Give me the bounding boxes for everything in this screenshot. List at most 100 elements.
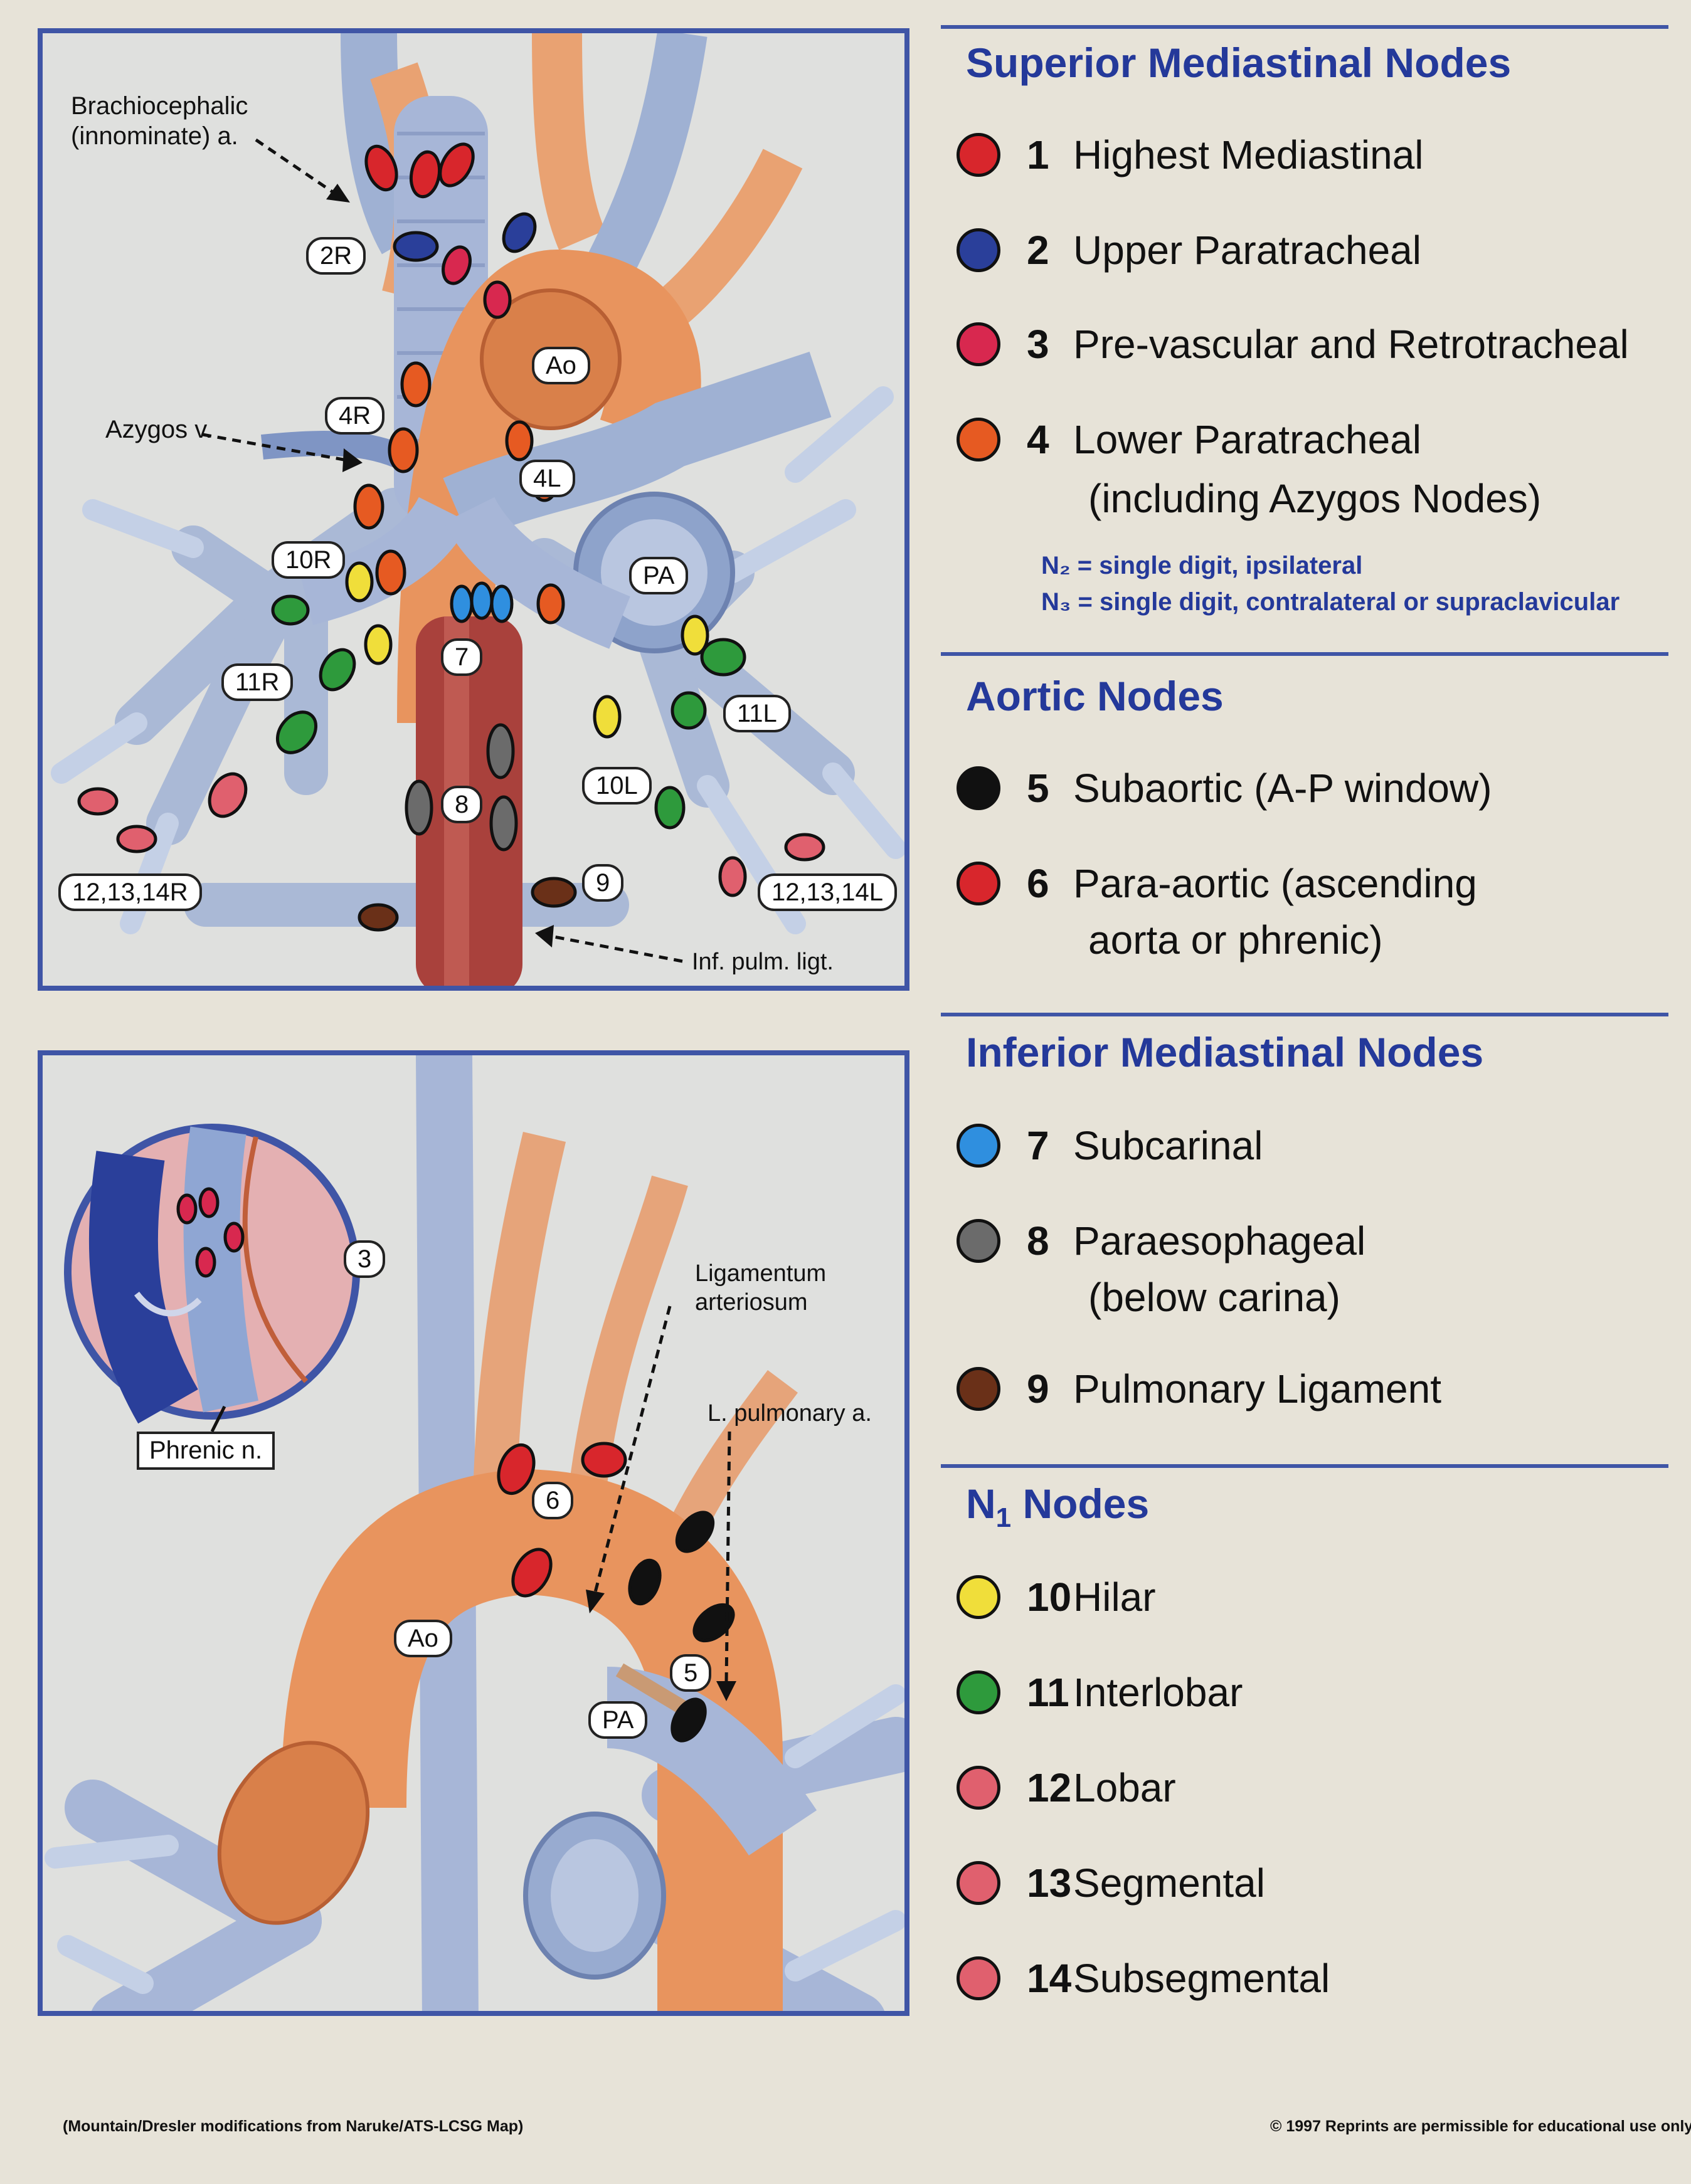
node-number: 3 [1027, 322, 1049, 367]
node-name: Pulmonary Ligament [1073, 1366, 1441, 1411]
legend-item-12: 12 Lobar [957, 1765, 1176, 1811]
node-name: Lower Paratracheal [1073, 417, 1421, 462]
node-number: 9 [1027, 1366, 1049, 1411]
legend-item-4: 4 Lower Paratracheal [957, 416, 1421, 463]
node-tag-4l: 4L [519, 460, 575, 497]
node-number: 10 [1027, 1575, 1072, 1620]
node-number: 1 [1027, 132, 1049, 177]
legend-item-3: 3 Pre-vascular and Retrotracheal [957, 321, 1629, 367]
node-color-swatch [957, 1575, 1000, 1619]
node-number: 7 [1027, 1123, 1049, 1168]
legend-rule-n1 [941, 1464, 1668, 1468]
node-color-swatch [957, 1367, 1000, 1411]
node-tag-11r: 11R [221, 663, 294, 701]
node-tag-12-13-14l: 12,13,14L [758, 873, 897, 911]
legend-item-4-continuation: (including Azygos Nodes) [1088, 476, 1542, 521]
node-name: Subsegmental [1073, 1956, 1330, 2001]
legend-item-10: 10 Hilar [957, 1574, 1156, 1620]
node-tag-11l: 11L [723, 695, 791, 732]
legend-rule-aortic [941, 652, 1668, 656]
node-number: 12 [1027, 1765, 1072, 1810]
left-pulmonary-artery-label: L. pulmonary a. [708, 1400, 872, 1427]
pulmonary-artery-tag: PA [629, 557, 689, 594]
node-name: Interlobar [1073, 1670, 1243, 1715]
pulmonary-artery-tag-lower: PA [588, 1701, 648, 1739]
legend-item-13: 13 Segmental [957, 1860, 1265, 1906]
node-tag-5: 5 [670, 1654, 712, 1692]
n1-heading-text: Nodes [1011, 1480, 1150, 1527]
legend-item-6-continuation: aorta or phrenic) [1088, 917, 1383, 963]
node-name: Pre-vascular and Retrotracheal [1073, 322, 1629, 367]
footer-copyright: © 1997 Reprints are permissible for educ… [1270, 2118, 1691, 2135]
n1-heading-letter: N [966, 1480, 996, 1527]
legend-item-8-continuation: (below carina) [1088, 1275, 1340, 1320]
inferior-mediastinal-heading: Inferior Mediastinal Nodes [966, 1029, 1484, 1075]
node-tag-10r: 10R [272, 541, 346, 579]
node-name: Paraesophageal [1073, 1218, 1366, 1263]
node-name: Para-aortic (ascending [1073, 861, 1477, 906]
node-name: Segmental [1073, 1860, 1265, 1906]
node-number: 6 [1027, 861, 1049, 906]
node-color-swatch [957, 766, 1000, 810]
footer-attribution: (Mountain/Dresler modifications from Nar… [63, 2118, 524, 2135]
node-name: Subaortic (A-P window) [1073, 766, 1492, 811]
aortic-lymph-node-diagram: Ligamentum arteriosum L. pulmonary a. Ph… [38, 1050, 909, 2016]
aortic-anatomy-illustration [45, 1055, 904, 2011]
node-tag-2r: 2R [306, 237, 366, 275]
node-tag-10l: 10L [582, 767, 652, 804]
n1-nodes-heading: N1 Nodes [966, 1480, 1149, 1534]
node-color-swatch [957, 1766, 1000, 1810]
node-tag-12-13-14r: 12,13,14R [58, 873, 202, 911]
legend-item-2: 2 Upper Paratracheal [957, 227, 1421, 273]
legend-item-5: 5 Subaortic (A-P window) [957, 765, 1492, 811]
node-number: 11 [1027, 1670, 1069, 1715]
node-tag-6: 6 [532, 1482, 574, 1519]
node-color-swatch [957, 1861, 1000, 1905]
anatomy-illustration [51, 33, 904, 986]
node-number: 2 [1027, 228, 1049, 273]
node-color-swatch [957, 418, 1000, 462]
n3-note: N₃ = single digit, contralateral or supr… [1041, 588, 1620, 616]
node-name: Hilar [1073, 1575, 1156, 1620]
legend-item-9: 9 Pulmonary Ligament [957, 1366, 1441, 1412]
legend-item-1: 1 Highest Mediastinal [957, 132, 1424, 178]
node-name: Subcarinal [1073, 1123, 1263, 1168]
node-color-swatch [957, 322, 1000, 366]
upper-lymph-node-diagram: Brachiocephalic (innominate) a. Azygos v… [38, 28, 909, 991]
aorta-tag-lower: Ao [394, 1620, 452, 1657]
phrenic-nerve-label: Phrenic n. [137, 1432, 275, 1470]
brachiocephalic-label: Brachiocephalic (innominate) a. [71, 92, 248, 150]
superior-mediastinal-heading: Superior Mediastinal Nodes [966, 40, 1512, 86]
node-color-swatch [957, 1124, 1000, 1168]
node-number: 8 [1027, 1218, 1049, 1263]
node-number: 4 [1027, 417, 1049, 462]
node-name: Lobar [1073, 1765, 1176, 1810]
node-color-swatch [957, 1219, 1000, 1263]
node-tag-4r: 4R [325, 397, 385, 435]
n1-heading-subscript: 1 [995, 1502, 1012, 1534]
node-number: 13 [1027, 1860, 1072, 1906]
legend-item-14: 14 Subsegmental [957, 1955, 1330, 2002]
node-tag-8: 8 [441, 786, 483, 823]
legend-item-8: 8 Paraesophageal [957, 1218, 1365, 1264]
node-number: 5 [1027, 766, 1049, 811]
aorta-tag: Ao [532, 347, 590, 384]
node-tag-7: 7 [441, 638, 483, 676]
azygos-label: Azygos v. [105, 416, 213, 443]
legend-item-11: 11 Interlobar [957, 1669, 1243, 1716]
node-name: Highest Mediastinal [1073, 132, 1424, 177]
node-tag-3: 3 [344, 1240, 386, 1278]
aortic-nodes-heading: Aortic Nodes [966, 673, 1224, 719]
inf-pulm-ligt-label: Inf. pulm. ligt. [692, 949, 834, 975]
n2-note: N₂ = single digit, ipsilateral [1041, 552, 1363, 579]
node-number: 14 [1027, 1956, 1072, 2001]
node-color-swatch [957, 1670, 1000, 1714]
node-color-swatch [957, 1956, 1000, 2000]
legend-item-6: 6 Para-aortic (ascending [957, 860, 1477, 907]
legend-rule-top [941, 25, 1668, 29]
node-name: Upper Paratracheal [1073, 228, 1421, 273]
legend-item-7: 7 Subcarinal [957, 1122, 1263, 1169]
node-color-swatch [957, 133, 1000, 177]
node-tag-9: 9 [582, 864, 624, 902]
ligamentum-arteriosum-label: Ligamentum arteriosum [695, 1260, 827, 1316]
